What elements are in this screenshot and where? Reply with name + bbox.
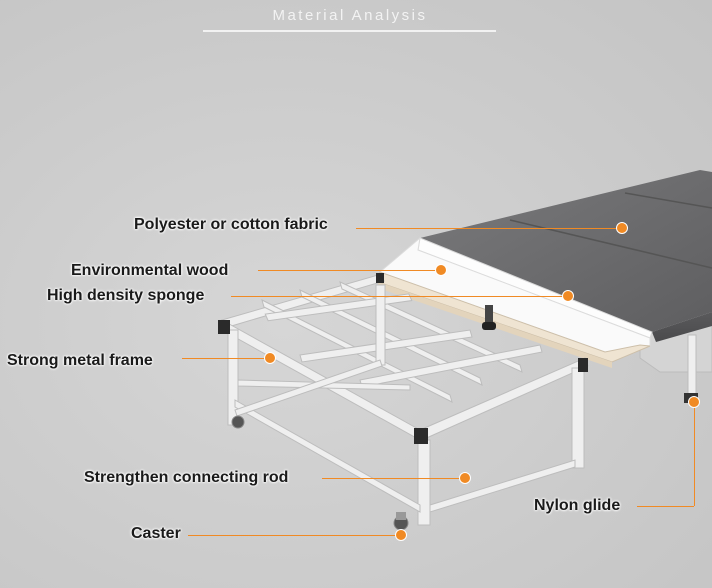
header-decorative-script (205, 0, 495, 6)
leader-line-glide-vertical (694, 402, 695, 506)
label-glide: Nylon glide (534, 497, 621, 514)
marker-frame (264, 352, 276, 364)
leader-line-rod (322, 478, 465, 479)
marker-rod (459, 472, 471, 484)
leader-line-caster (188, 535, 401, 536)
section-title: Material Analysis (272, 7, 428, 24)
marker-glide (688, 396, 700, 408)
leader-line-sponge (231, 296, 568, 297)
marker-caster (395, 529, 407, 541)
title-underline (203, 30, 496, 32)
marker-wood (435, 264, 447, 276)
label-fabric: Polyester or cotton fabric (134, 216, 328, 233)
label-rod: Strengthen connecting rod (84, 469, 289, 486)
label-frame: Strong metal frame (7, 352, 153, 369)
label-sponge: High density sponge (47, 287, 205, 304)
leader-line-frame (182, 358, 270, 359)
leader-line-wood (258, 270, 441, 271)
marker-fabric (616, 222, 628, 234)
leader-line-fabric (356, 228, 622, 229)
label-caster: Caster (131, 525, 181, 542)
label-wood: Environmental wood (71, 262, 229, 279)
marker-sponge (562, 290, 574, 302)
leader-line-glide (637, 506, 694, 507)
